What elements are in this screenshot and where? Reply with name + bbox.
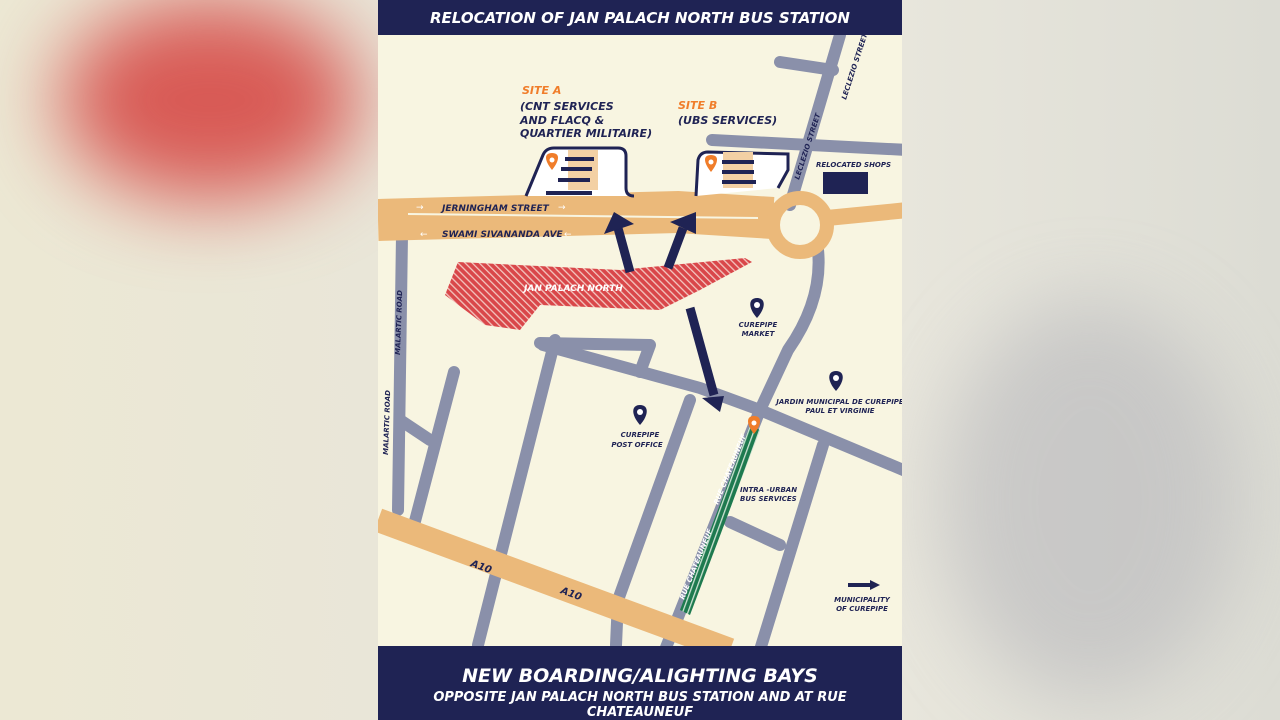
svg-text:→: →: [416, 203, 424, 213]
jan-palach-north-zone: [445, 258, 752, 330]
malartic-road-label: MALARTIC ROAD: [394, 290, 404, 355]
background-blur-grey: [940, 300, 1240, 700]
relocated-shops-block: [823, 172, 868, 194]
direction-arrows: [604, 212, 880, 590]
post-office-label: POST OFFICE: [611, 441, 663, 449]
poster-title: RELOCATION OF JAN PALACH NORTH BUS STATI…: [378, 0, 902, 35]
traffic-direction-arrows: → → ← ←: [416, 203, 572, 240]
site-a-line: QUARTIER MILITAIRE): [520, 127, 652, 140]
leclezio-street-label: LECLEZIO STREET: [840, 35, 869, 101]
market-label: MARKET: [742, 330, 776, 338]
jan-palach-north-label: JAN PALACH NORTH: [522, 284, 623, 294]
minor-roads: [392, 35, 902, 646]
poster-footer: NEW BOARDING/ALIGHTING BAYS OPPOSITE JAN…: [378, 646, 902, 720]
intra-urban-label: INTRA -URBAN: [740, 486, 797, 494]
footer-subline: OPPOSITE JAN PALACH NORTH BUS STATION AN…: [433, 690, 847, 720]
site-b-title: SITE B: [678, 99, 717, 112]
market-label: CUREPIPE: [739, 321, 778, 329]
svg-text:→: →: [558, 203, 566, 213]
intra-urban-label: BUS SERVICES: [740, 495, 797, 503]
jardin-label: PAUL ET VIRGINIE: [805, 407, 874, 415]
chateauneuf-bus-bay: [680, 425, 760, 615]
site-a-line: AND FLACQ &: [519, 114, 604, 127]
site-a-title: SITE A: [522, 84, 561, 97]
relocated-shops-label: RELOCATED SHOPS: [816, 161, 891, 169]
swami-sivananda-label: SWAMI SIVANANDA AVE: [442, 230, 564, 240]
site-a-line: (CNT SERVICES: [520, 100, 614, 113]
jardin-label: JARDIN MUNICIPAL DE CUREPIPE: [774, 398, 902, 406]
site-b-line: (UBS SERVICES): [678, 114, 777, 127]
municipality-label: OF CUREPIPE: [836, 605, 888, 613]
map: SITE A (CNT SERVICES AND FLACQ & QUARTIE…: [378, 35, 902, 646]
main-roads: [378, 190, 902, 646]
footer-headline: NEW BOARDING/ALIGHTING BAYS: [462, 665, 818, 687]
background-blur-red: [60, 0, 360, 200]
map-poster: RELOCATION OF JAN PALACH NORTH BUS STATI…: [378, 0, 902, 720]
municipality-label: MUNICIPALITY: [834, 596, 891, 604]
jerningham-street-label: JERNINGHAM STREET: [440, 204, 550, 214]
svg-text:←: ←: [420, 230, 428, 240]
site-b-bays: [694, 150, 790, 197]
post-office-label: CUREPIPE: [621, 431, 660, 439]
svg-text:←: ←: [564, 230, 572, 240]
malartic-road-label: MALARTIC ROAD: [382, 390, 392, 455]
site-a-bays: [524, 146, 635, 198]
